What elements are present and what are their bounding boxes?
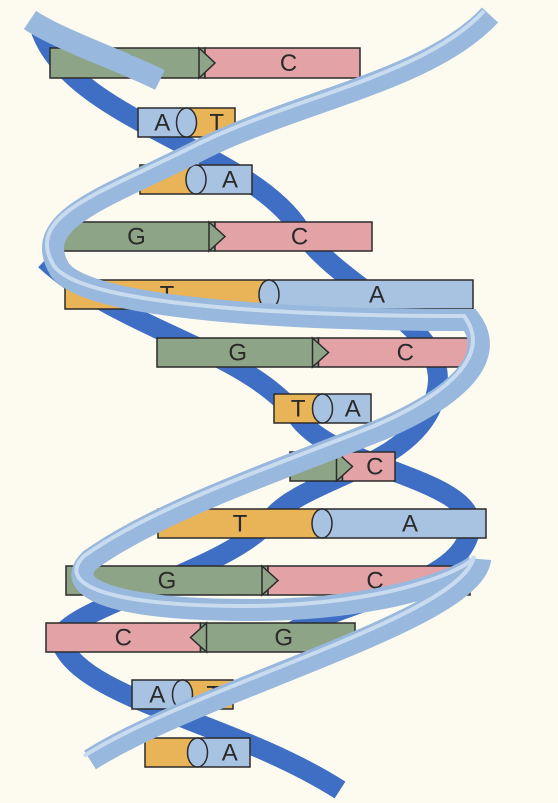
base-letter: C [280,50,297,77]
base-letter: C [115,625,132,652]
base-letter: A [154,110,170,137]
at-junction-round [177,108,197,137]
base-letter: A [222,740,238,767]
base-letter: A [222,167,238,194]
base-letter: C [291,224,308,251]
at-junction-round [188,738,208,767]
base-pair: A [145,738,250,767]
base-letter: A [402,511,418,538]
base-letter: C [397,340,414,367]
base-letter: A [369,282,385,309]
base-letter: C [366,454,383,481]
at-junction-round [186,165,206,194]
base-letter: A [149,682,165,709]
base-letter: G [274,625,293,652]
base-letter: T [291,396,306,423]
base-letter: G [127,224,146,251]
base-letter: G [158,568,177,595]
at-junction-round [313,394,333,423]
base-letter: A [345,396,361,423]
base-letter: G [228,340,247,367]
at-junction-round [312,509,332,538]
base-letter: T [233,511,248,538]
